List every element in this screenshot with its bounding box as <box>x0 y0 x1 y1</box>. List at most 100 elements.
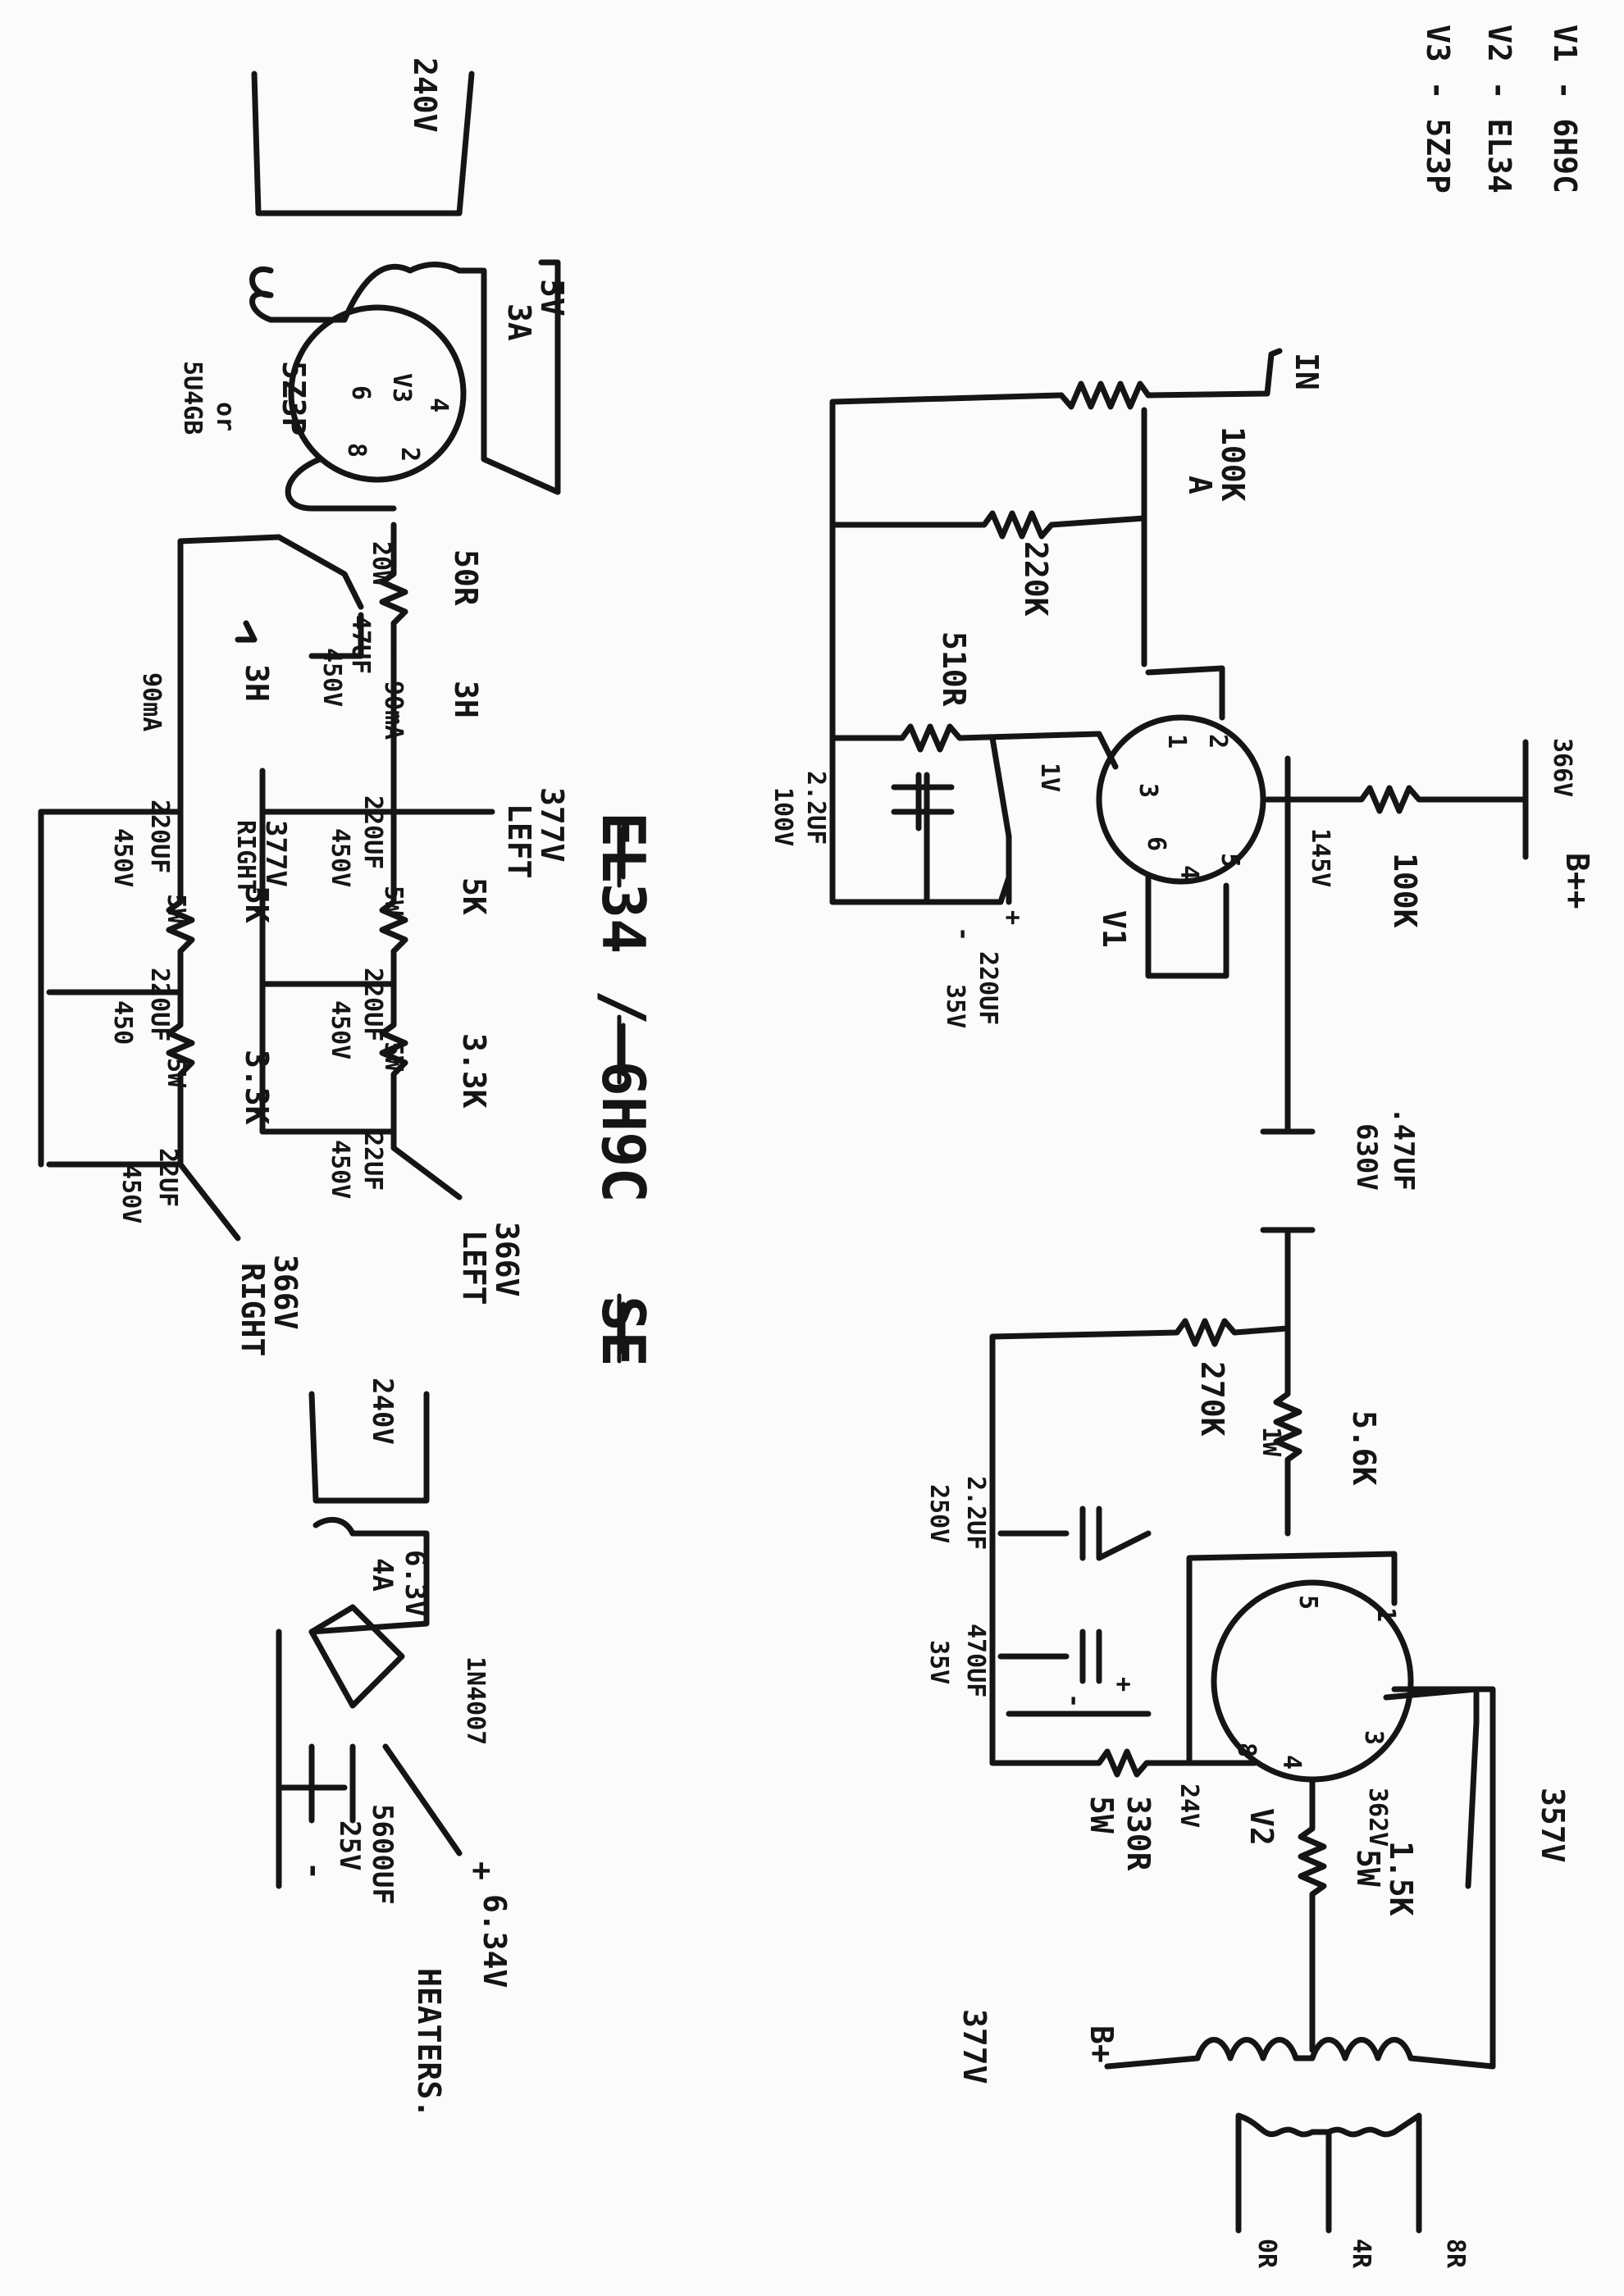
grid-resistor-220k <box>829 510 1147 540</box>
label-cathode-voltage: 1V <box>1035 763 1064 792</box>
label-right-cap3-v: 450V <box>116 1164 145 1223</box>
output-labels: 270K 5.6K 1W 2.2UF 250V 470UF 35V 330R 5… <box>924 1361 1571 2269</box>
v2-pin-5: 5 <box>1293 1595 1322 1610</box>
left-supply-chain <box>379 809 495 1200</box>
label-plate-resistor: 100K <box>1387 853 1423 928</box>
label-input: IN <box>1289 353 1325 390</box>
label-grid-leak: 270K <box>1194 1361 1230 1437</box>
label-right-r2-w: 5W <box>162 1058 190 1088</box>
label-first-cap-v: 450V <box>317 648 346 707</box>
legend-v1: V1 - 6H9C <box>1547 25 1583 194</box>
label-volume-pot: 100K <box>1215 426 1251 502</box>
label-tap-8r: 8R <box>1441 2239 1470 2269</box>
label-cathode-resistor: 510R <box>936 631 972 707</box>
ot-secondary <box>1235 2112 1422 2234</box>
heater-smoothing <box>276 1629 356 1889</box>
label-supply-bpp: B++ <box>1559 853 1595 909</box>
v1-pin-5: 5 <box>1216 853 1244 868</box>
coupling-cap <box>1260 1128 1316 1233</box>
label-right-out-v: 366V <box>267 1255 303 1330</box>
label-heater-sec-a: 4A <box>366 1558 399 1592</box>
label-series-r-w: 20W <box>367 541 395 586</box>
label-tap-0r: 0R <box>1252 2239 1281 2269</box>
first-filter-cap <box>235 612 364 659</box>
label-left-out-v: 366V <box>489 1222 525 1297</box>
legend-v3: V3 - 5Z3P <box>1420 25 1456 194</box>
heater-supply <box>276 1391 463 1889</box>
title-block: EL34 / 6H9C SE <box>589 812 658 1367</box>
label-v2-plate-voltage: 357V <box>1535 1788 1571 1863</box>
left-supply-taps <box>259 809 397 1135</box>
label-heater-out-label: HEATERS. <box>411 1968 447 2118</box>
label-b-plus-voltage: 377V <box>956 2009 992 2084</box>
label-v2-cap-small: 2.2UF <box>961 1476 990 1550</box>
v1-pin-1: 1 <box>1162 734 1191 749</box>
label-right-cap2: 220UF <box>145 968 174 1041</box>
label-v3: V3 <box>387 373 416 403</box>
v1-shield-bottom <box>1145 874 1229 979</box>
cathode-caps-v2 <box>997 1506 1152 1717</box>
label-screen-resistor: 1.5K <box>1383 1841 1419 1916</box>
label-right-r1-w: 5W <box>162 894 190 924</box>
label-rectifier-or: or <box>211 402 239 431</box>
heater-mains <box>308 1391 430 1504</box>
label-left-cap3-v: 450V <box>326 1140 354 1199</box>
plate-resistor-100k <box>1264 785 1529 814</box>
label-psu-mains: 240V <box>407 57 443 133</box>
cathode-resistor-510r <box>829 723 1119 770</box>
bridge-rectifier <box>308 1604 405 1709</box>
label-left-b1: LEFT <box>501 804 537 879</box>
label-right-r1: 5K <box>239 886 275 923</box>
label-cathode-cap-small-v: 100V <box>769 787 797 846</box>
heater-output-wire <box>382 1743 463 1856</box>
label-heater-cap-v: 25V <box>333 1820 366 1870</box>
v2-pin-3: 3 <box>1359 1730 1388 1745</box>
label-b-plus: B+ <box>1083 2025 1120 2063</box>
label-left-r2: 3.3K <box>456 1033 492 1109</box>
cathode-caps <box>829 772 1012 905</box>
label-screen-resistor-w: 5W <box>1350 1849 1386 1887</box>
cathode-resistor-330r <box>989 1333 1193 1778</box>
v1-tube-envelope <box>1096 714 1266 885</box>
label-heater-minus: - <box>296 1861 332 1880</box>
label-series-r: 50R <box>448 549 484 606</box>
label-v1: V1 <box>1096 910 1132 948</box>
output-stage <box>989 1318 1496 2234</box>
label-left-b1-v: 377V <box>534 787 570 863</box>
label-v2-cap-big: 470UF <box>961 1624 990 1697</box>
label-choke-right: 3H <box>239 664 275 702</box>
label-right-b1-v: 377V <box>259 820 292 887</box>
label-choke-left: 3H <box>448 681 484 718</box>
v3-pin-6: 6 <box>346 385 375 400</box>
psu-labels: 240V 5V 3A 5Z3P or 5U4GB V3 4 2 6 8 50R … <box>108 57 570 1356</box>
v3-pin-2: 2 <box>395 447 424 462</box>
v2-minus: - <box>1060 1693 1088 1708</box>
v2-pin-1: 1 <box>1371 1607 1400 1622</box>
heater-labels: 240V 6.3V 4A 1N4007 5600UF 25V 6.34V HEA… <box>296 1378 513 2118</box>
label-right-out: RIGHT <box>235 1263 271 1356</box>
label-choke-left-ma: 90mA <box>379 681 408 740</box>
grid-stopper-5k6 <box>1273 1325 1302 1537</box>
label-v2-cathode-voltage: 24V <box>1175 1784 1203 1828</box>
label-right-cap3: 22UF <box>153 1148 182 1207</box>
label-heater-mains: 240V <box>366 1378 399 1445</box>
psu-heater-wires <box>456 259 561 495</box>
screen-resistor-1k5 <box>1298 1776 1327 2053</box>
label-cathode-cap-big: 220UF <box>974 951 1002 1025</box>
label-heater-sec-v: 6.3V <box>399 1550 431 1617</box>
title-underlines <box>617 818 626 1364</box>
label-grid-resistor: 220K <box>1018 541 1054 617</box>
right-supply-taps <box>38 809 184 1168</box>
label-v2-cap-big-v: 35V <box>924 1640 953 1684</box>
label-grid-stopper-w: 1W <box>1257 1427 1285 1457</box>
label-cathode-cap-big-v: 35V <box>941 984 969 1028</box>
label-rect-heater-v: 5V <box>534 279 570 317</box>
cathode-cap-wire <box>989 735 1012 905</box>
label-left-r1-w: 5W <box>379 886 408 916</box>
v1-pin-4: 4 <box>1175 865 1203 880</box>
label-right-b1: RIGHT <box>231 820 260 894</box>
heater-secondary <box>308 1516 430 1635</box>
psu-mains-primary <box>251 71 475 216</box>
label-heater-plus: + <box>464 1861 500 1880</box>
